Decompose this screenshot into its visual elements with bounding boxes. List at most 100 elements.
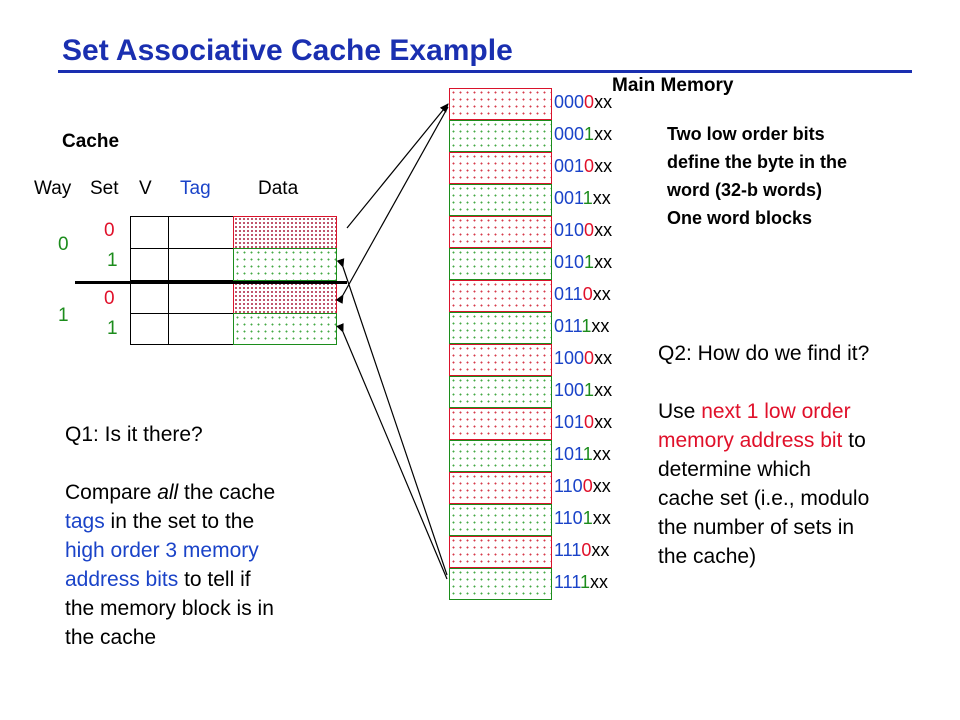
note-line: Two low order bits	[667, 124, 825, 144]
q1-line: Compare all the cache	[65, 481, 276, 504]
address-byte-bits: xx	[594, 252, 613, 272]
address-set-bit: 1	[584, 252, 595, 272]
q2-line: cache set (i.e., modulo	[658, 487, 870, 510]
memory-address-label: 0110xx	[554, 284, 611, 305]
address-tag-bits: 000	[554, 92, 585, 112]
memory-address-label: 0001xx	[554, 124, 612, 145]
page-title: Set Associative Cache Example	[62, 34, 513, 67]
memory-block	[449, 568, 552, 600]
memory-block	[449, 472, 552, 504]
address-byte-bits: xx	[594, 92, 613, 112]
memory-address-label: 1101xx	[554, 508, 611, 529]
memory-block	[449, 88, 552, 120]
address-byte-bits: xx	[594, 220, 613, 240]
note-line: define the byte in the	[667, 152, 848, 172]
memory-block	[449, 280, 552, 312]
memory-block	[449, 312, 552, 344]
address-byte-bits: xx	[592, 188, 611, 208]
address-byte-bits: xx	[594, 156, 613, 176]
address-byte-bits: xx	[591, 316, 610, 336]
cache-valid-cell	[130, 313, 169, 345]
header-tag: Tag	[180, 178, 211, 199]
address-tag-bits: 010	[554, 220, 585, 240]
address-byte-bits: xx	[594, 124, 613, 144]
arrow-line	[336, 258, 448, 576]
header-way: Way	[34, 178, 72, 199]
q1-line: the memory block is in	[65, 597, 274, 620]
memory-block	[449, 408, 552, 440]
address-tag-bits: 001	[554, 188, 583, 208]
address-byte-bits: xx	[594, 412, 613, 432]
address-tag-bits: 100	[554, 348, 585, 368]
arrow-line	[336, 323, 448, 580]
set-label-way1-set1: 1	[107, 318, 118, 339]
title-underline	[58, 70, 912, 73]
note-line: One word blocks	[667, 208, 813, 228]
address-set-bit: 0	[584, 220, 595, 240]
q1-line: the cache	[65, 626, 157, 649]
address-set-bit: 1	[582, 508, 593, 528]
memory-address-label: 1100xx	[554, 476, 611, 497]
cache-data-cell	[233, 313, 337, 345]
address-tag-bits: 000	[554, 124, 585, 144]
memory-block	[449, 344, 552, 376]
address-set-bit: 1	[580, 572, 591, 592]
way-separator-line	[75, 281, 347, 284]
memory-block	[449, 440, 552, 472]
header-v: V	[139, 178, 152, 199]
memory-block	[449, 248, 552, 280]
memory-address-label: 1011xx	[554, 444, 611, 465]
address-byte-bits: xx	[592, 444, 611, 464]
cache-valid-cell	[130, 216, 169, 249]
q2-question: Q2: How do we find it?	[658, 342, 870, 365]
memory-address-label: 0011xx	[554, 188, 611, 209]
set-label-way0-set0: 0	[104, 220, 115, 241]
q2-line: determine which	[658, 458, 811, 481]
memory-address-label: 1110xx	[554, 540, 609, 561]
address-set-bit: 1	[584, 124, 595, 144]
memory-address-label: 1001xx	[554, 380, 612, 401]
q1-question: Q1: Is it there?	[65, 423, 203, 446]
way-label-0: 0	[58, 234, 69, 255]
memory-address-label: 0000xx	[554, 92, 612, 113]
address-set-bit: 1	[584, 380, 595, 400]
address-tag-bits: 011	[554, 316, 582, 336]
block-size-note: Two low order bits define the byte in th…	[667, 120, 927, 232]
arrow-line	[346, 103, 449, 229]
memory-address-label: 1111xx	[554, 572, 608, 593]
way-label-1: 1	[58, 305, 69, 326]
address-set-bit: 0	[584, 156, 595, 176]
address-set-bit: 1	[582, 444, 593, 464]
q2-line: memory address bit to	[658, 429, 866, 452]
cache-label: Cache	[62, 131, 120, 152]
address-byte-bits: xx	[594, 380, 613, 400]
q1-line: high order 3 memory	[65, 539, 259, 562]
arrow-line	[335, 106, 449, 304]
address-byte-bits: xx	[592, 284, 611, 304]
address-set-bit: 0	[584, 348, 595, 368]
set-label-way0-set1: 1	[107, 250, 118, 271]
memory-block	[449, 120, 552, 152]
address-tag-bits: 111	[554, 572, 581, 592]
q2-line: Use next 1 low order	[658, 400, 851, 423]
q2-line: the number of sets in	[658, 516, 855, 539]
address-tag-bits: 011	[554, 284, 583, 304]
memory-address-label: 0010xx	[554, 156, 612, 177]
cache-data-cell	[233, 248, 337, 281]
memory-block	[449, 216, 552, 248]
address-byte-bits: xx	[592, 476, 611, 496]
memory-address-label: 1010xx	[554, 412, 612, 433]
memory-block	[449, 184, 552, 216]
address-tag-bits: 001	[554, 156, 585, 176]
address-set-bit: 0	[581, 540, 592, 560]
memory-block	[449, 152, 552, 184]
memory-address-label: 1000xx	[554, 348, 612, 369]
q1-block: Q1: Is it there? Compare all the cache t…	[65, 420, 275, 652]
address-byte-bits: xx	[592, 508, 611, 528]
memory-block	[449, 504, 552, 536]
address-set-bit: 0	[582, 476, 593, 496]
address-tag-bits: 101	[554, 444, 583, 464]
address-tag-bits: 100	[554, 380, 585, 400]
address-tag-bits: 110	[554, 508, 583, 528]
address-set-bit: 1	[582, 188, 593, 208]
